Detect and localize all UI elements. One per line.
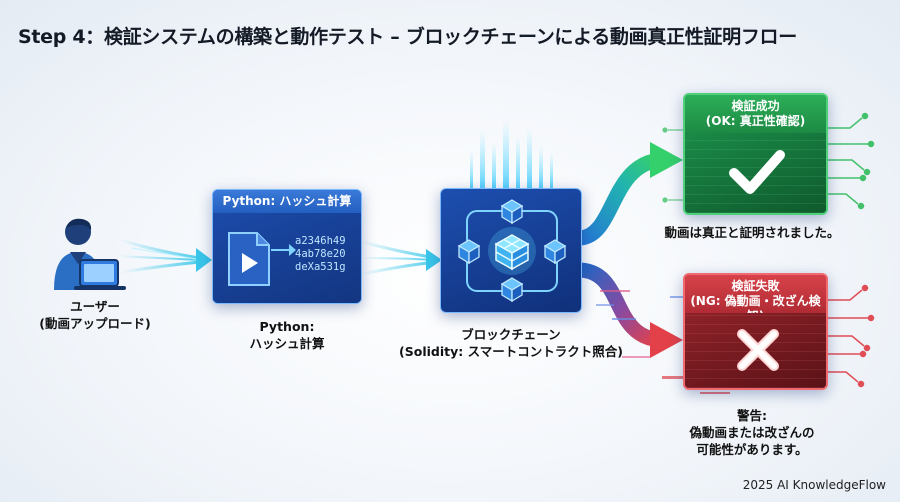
hash-line: a2346h49 — [295, 235, 346, 247]
success-panel-header: 検証成功 (OK: 真正性確認) — [685, 95, 826, 133]
flow-user-to-python — [117, 238, 212, 274]
flow-python-to-blockchain — [361, 240, 442, 276]
user-label: ユーザー (動画アップロード) — [39, 298, 150, 332]
flow-to-success — [572, 142, 683, 246]
failure-message-line1: 警告: — [736, 408, 767, 423]
hash-line: 4ab78e20 — [295, 248, 346, 260]
user-at-laptop-icon — [54, 218, 126, 290]
failure-message: 警告: 偽動画または改ざんの 可能性があります。 — [689, 407, 814, 458]
failure-panel-title: 検証失敗 — [731, 279, 780, 293]
hash-line: deXa531g — [295, 261, 346, 273]
success-panel-subtitle: (OK: 真正性確認) — [705, 114, 806, 128]
video-file-icon — [228, 232, 270, 286]
blockchain-label-line2: (Solidity: スマートコントラクト照合) — [399, 344, 623, 359]
hash-output: a2346h49 4ab78e20 deXa531g — [295, 235, 346, 274]
failure-message-line3: 可能性があります。 — [696, 442, 808, 457]
failure-circuit-traces — [828, 284, 875, 388]
user-label-line1: ユーザー — [70, 299, 120, 314]
python-panel-title: Python: ハッシュ計算 — [213, 190, 361, 213]
footer-credit: 2025 AI KnowledgeFlow — [742, 478, 886, 492]
python-label-line2: ハッシュ計算 — [249, 336, 325, 351]
user-label-line2: (動画アップロード) — [39, 316, 151, 331]
blockchain-network-icon — [457, 199, 567, 303]
verification-success-panel: 検証成功 (OK: 真正性確認) — [683, 93, 828, 215]
python-label: Python: ハッシュ計算 — [249, 318, 324, 352]
python-hash-panel: Python: ハッシュ計算 a2346h49 4ab78e20 deXa531… — [212, 189, 362, 304]
failure-panel-header: 検証失敗 (NG: 偽動画・改ざん検知) — [685, 275, 826, 323]
success-circuit-traces — [828, 112, 875, 210]
blockchain-label: ブロックチェーン (Solidity: スマートコントラクト照合) — [399, 326, 623, 360]
failure-message-line2: 偽動画または改ざんの — [689, 425, 815, 440]
blockchain-label-line1: ブロックチェーン — [461, 327, 561, 342]
blockchain-light-beams — [470, 120, 553, 188]
python-label-line1: Python: — [259, 319, 315, 334]
success-panel-title: 検証成功 — [731, 99, 780, 113]
flow-to-failure — [572, 262, 683, 358]
checkmark-icon — [729, 150, 785, 194]
success-message: 動画は真正と証明されました。 — [664, 225, 840, 240]
cross-x-icon — [737, 329, 779, 371]
page-title: Step 4：検証システムの構築と動作テスト – ブロックチェーンによる動画真正… — [18, 26, 797, 48]
verification-failure-panel: 検証失敗 (NG: 偽動画・改ざん検知) — [683, 273, 828, 390]
blockchain-panel — [440, 188, 582, 313]
